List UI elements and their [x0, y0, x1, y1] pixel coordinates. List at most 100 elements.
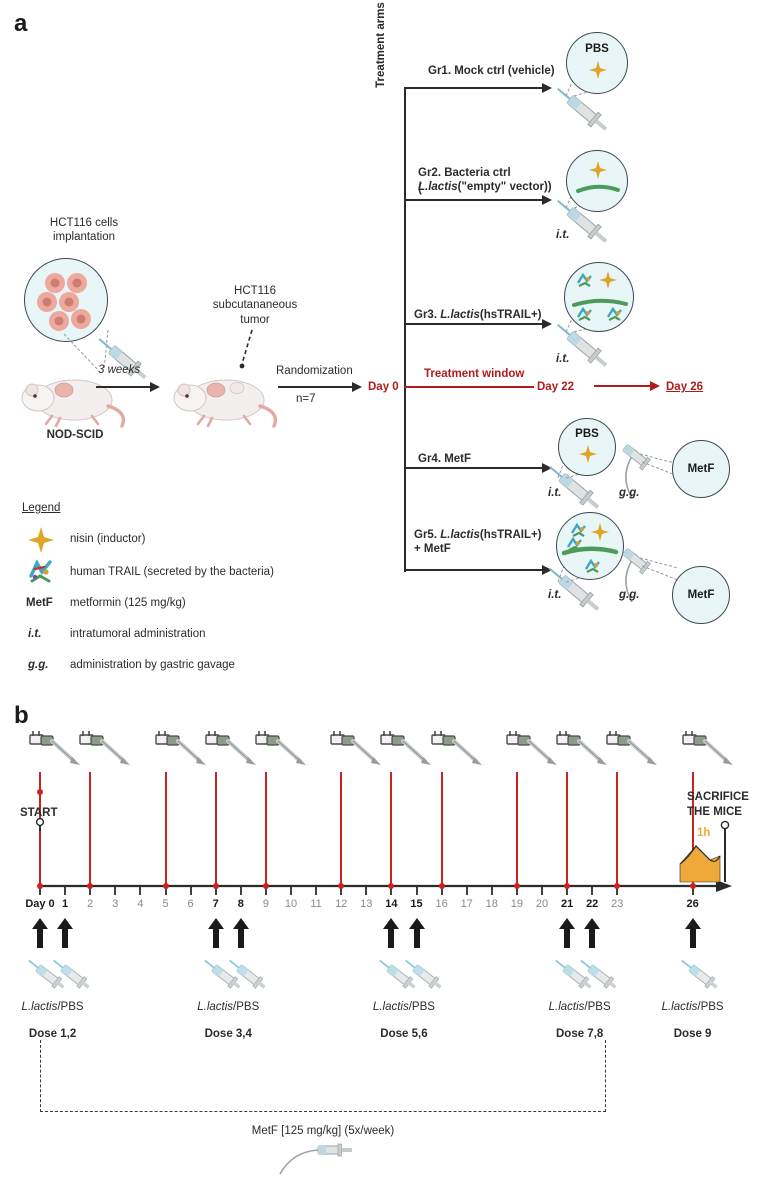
- gr1-arrow: [404, 83, 552, 93]
- nisin-star-icon: [599, 271, 617, 289]
- measurement-dot-day-0: [37, 883, 43, 889]
- measurement-stem-day-2: [89, 772, 92, 886]
- axis-label-day-0: Day 0: [25, 898, 55, 910]
- measurement-stem-day-16: [440, 772, 443, 886]
- axis-label-day-15: 15: [410, 898, 423, 910]
- start-label: START: [20, 807, 58, 819]
- measurement-dot-day-12: [338, 883, 345, 889]
- caliper-icon-day-14: [380, 731, 432, 765]
- dose-drug-label-1: L.lactis/PBS: [168, 1000, 288, 1014]
- measurement-dot-day-23: [614, 883, 621, 889]
- measurement-dot-day-14: [388, 883, 395, 889]
- gr5-arrow: [404, 565, 552, 575]
- bacteria-icon: [576, 184, 620, 193]
- mouse-strain-label: NOD-SCID: [46, 429, 104, 441]
- mouse-tumor-icon: [173, 379, 278, 428]
- axis-label-day-2: 2: [87, 898, 94, 910]
- axis-tick-day-12: [340, 886, 343, 895]
- legend-nisin-text: nisin (inductor): [70, 533, 146, 545]
- dose-drug-species: L.lactis: [548, 1001, 585, 1013]
- dose-syringe-day-14: [379, 959, 416, 989]
- trail-protein-icon: [606, 306, 622, 321]
- treatment-window-line-1: [404, 386, 534, 388]
- dose-drug-suffix: /PBS: [233, 1001, 260, 1013]
- gr4-arrow: [404, 463, 552, 473]
- legend-trail-text: human TRAIL (secreted by the bacteria): [70, 566, 274, 578]
- axis-tick-day-16: [440, 886, 443, 895]
- axis-label-day-10: 10: [284, 898, 298, 910]
- axis-tick-day-7: [214, 886, 217, 895]
- gr5-metf-leader-lines: [639, 557, 679, 581]
- gr2-label: Gr2. Bacteria ctrl L.lactis("empty" vect…: [418, 167, 552, 194]
- treatment-arms-spine: [404, 88, 406, 572]
- measurement-stem-day-23: [616, 772, 619, 886]
- axis-label-day-6: 6: [187, 898, 194, 910]
- sacrifice-mouse-icon: [679, 820, 730, 883]
- legend-it-symbol: i.t.: [28, 628, 42, 640]
- caliper-icon-day-9: [255, 731, 306, 765]
- measurement-stem-day-19: [515, 772, 518, 886]
- gr2-arrow: [404, 195, 552, 205]
- axis-tick-day-21: [566, 886, 568, 895]
- panel-b-letter: b: [14, 702, 29, 729]
- gr4-label: Gr4. MetF: [418, 453, 472, 465]
- measurement-stem-day-5: [164, 772, 167, 886]
- hct116-cells-bubble: [24, 258, 108, 342]
- axis-tick-day-10: [290, 886, 292, 895]
- axis-tick-day-15: [415, 886, 418, 895]
- dose-syringe-day-7: [203, 959, 241, 989]
- dose-number-label-4: Dose 9: [673, 1028, 712, 1040]
- three-weeks-arrow: [96, 382, 160, 392]
- dose-drug-label-2: L.lactis/PBS: [344, 1000, 464, 1014]
- gr5-route-gg: g.g.: [619, 589, 640, 601]
- bacteria-icon: [572, 298, 628, 307]
- gr3-arrow: [404, 319, 552, 329]
- dose-arrow-day-15: [408, 918, 425, 948]
- measurement-stem-day-9: [264, 772, 267, 886]
- dose-syringe-day-26: [680, 959, 718, 989]
- day22-label: Day 22: [537, 381, 575, 393]
- n-label: n=7: [296, 393, 316, 405]
- dose-syringe-day-22: [580, 959, 617, 989]
- gr5-label-line1: Gr5. L.lactis(hsTRAIL+): [414, 529, 542, 541]
- axis-label-day-19: 19: [510, 898, 524, 910]
- dose-arrow-day-1: [57, 918, 74, 948]
- axis-tick-day-0: [39, 886, 41, 895]
- axis-label-day-22: 22: [586, 898, 599, 910]
- caliper-icon-day-16: [430, 731, 482, 765]
- axis-label-day-8: 8: [237, 898, 244, 910]
- axis-label-day-9: 9: [262, 898, 269, 910]
- gr4-route-gg: g.g.: [619, 487, 640, 499]
- legend-metf-symbol: MetF: [26, 597, 53, 609]
- dose-arrow-day-7: [207, 918, 224, 948]
- dose-arrow-day-22: [584, 918, 601, 948]
- caliper-icon-day-12: [330, 731, 382, 765]
- caliper-icon-day-26: [681, 731, 733, 765]
- caliper-icon-day-0: [29, 731, 80, 765]
- treatment-window-label: Treatment window: [424, 368, 525, 380]
- axis-tick-day-14: [390, 886, 393, 895]
- dose-syringe-day-0: [28, 959, 65, 989]
- axis-tick-day-23: [616, 886, 619, 895]
- dose-arrow-day-0: [32, 918, 48, 948]
- metf-dashed-box: [40, 1040, 606, 1112]
- axis-tick-day-6: [189, 886, 192, 895]
- three-weeks-label: 3 weeks: [98, 364, 141, 376]
- measurement-dot-day-2: [87, 883, 94, 889]
- gr5-bubble: [556, 512, 624, 580]
- gr2-label-paren: (: [418, 183, 422, 195]
- axis-tick-day-26: [691, 886, 694, 895]
- measurement-dot-day-7: [212, 883, 219, 889]
- gr1-label: Gr1. Mock ctrl (vehicle): [428, 65, 555, 77]
- gr1-bubble: PBS: [566, 32, 628, 94]
- trail-protein-icon: [584, 558, 600, 573]
- dose-drug-label-0: L.lactis/PBS: [0, 1000, 113, 1014]
- axis-label-day-5: 5: [162, 898, 169, 910]
- axis-label-day-21: 21: [560, 898, 574, 910]
- metf-bottom-label: MetF [125 mg/kg] (5x/week): [251, 1125, 395, 1137]
- legend-gg-symbol: g.g.: [28, 659, 49, 671]
- dose-drug-suffix: /PBS: [584, 1001, 611, 1013]
- axis-tick-day-20: [541, 886, 543, 895]
- gr4-syringe-it-icon: [549, 466, 600, 509]
- axis-tick-day-2: [89, 886, 92, 895]
